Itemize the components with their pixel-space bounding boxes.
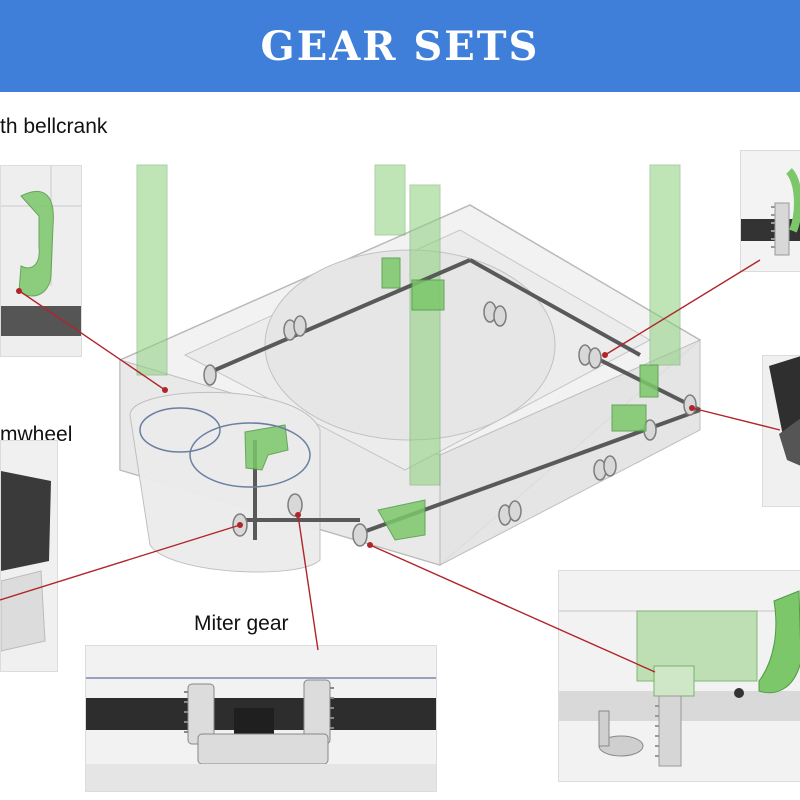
post-left: [136, 164, 168, 376]
green-motor-right: [611, 404, 647, 432]
green-motor-center: [411, 279, 445, 311]
right-detail-panel: [762, 355, 800, 507]
post-back: [374, 164, 406, 236]
post-right: [649, 164, 681, 366]
page-title: GEAR SETS: [260, 22, 540, 70]
bevel-gear-detail-panel: [558, 570, 800, 782]
bellcrank-label: th bellcrank: [0, 115, 108, 138]
top-right-detail-panel: [740, 150, 800, 272]
miter-gear-detail-panel: [85, 645, 437, 792]
green-bracket-bottom: [377, 499, 426, 541]
front-housing: [129, 391, 321, 573]
post-center: [409, 184, 441, 486]
wormwheel-detail-panel: [0, 440, 58, 672]
callout-lines: [0, 259, 781, 673]
green-bracket-front: [244, 424, 289, 471]
title-banner: GEAR SETS: [0, 0, 800, 92]
miter-gear-label: Miter gear: [194, 612, 289, 635]
